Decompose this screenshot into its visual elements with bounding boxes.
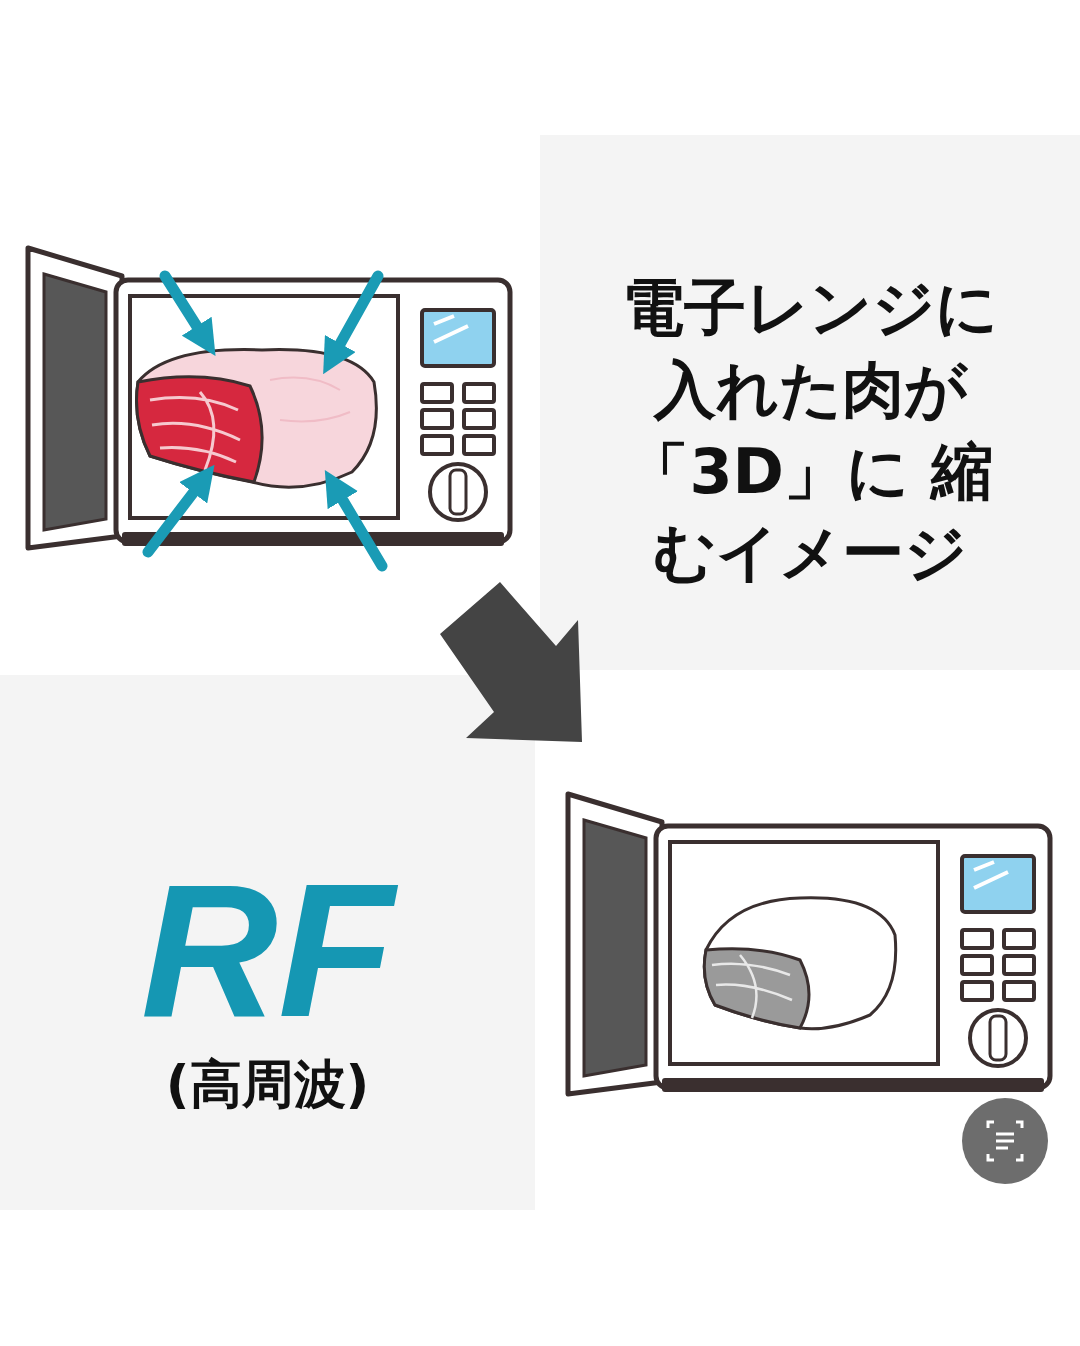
flow-arrow [440,582,582,742]
scan-icon [962,1098,1048,1184]
node-subtext: (高周波) [166,1053,370,1115]
shrunk-meat [704,898,895,1029]
label-panel: RF (高周波) [0,675,535,1210]
microwave [568,794,1050,1094]
microwave [28,248,510,548]
node-text: 電子レンジに 入れた肉が 「3D」に 縮むイメージ [605,267,1015,594]
node-text: RF [141,855,394,1045]
raw-meat [137,350,377,488]
text-panel: 電子レンジに 入れた肉が 「3D」に 縮むイメージ [540,135,1080,670]
compression-arrows [148,276,382,566]
